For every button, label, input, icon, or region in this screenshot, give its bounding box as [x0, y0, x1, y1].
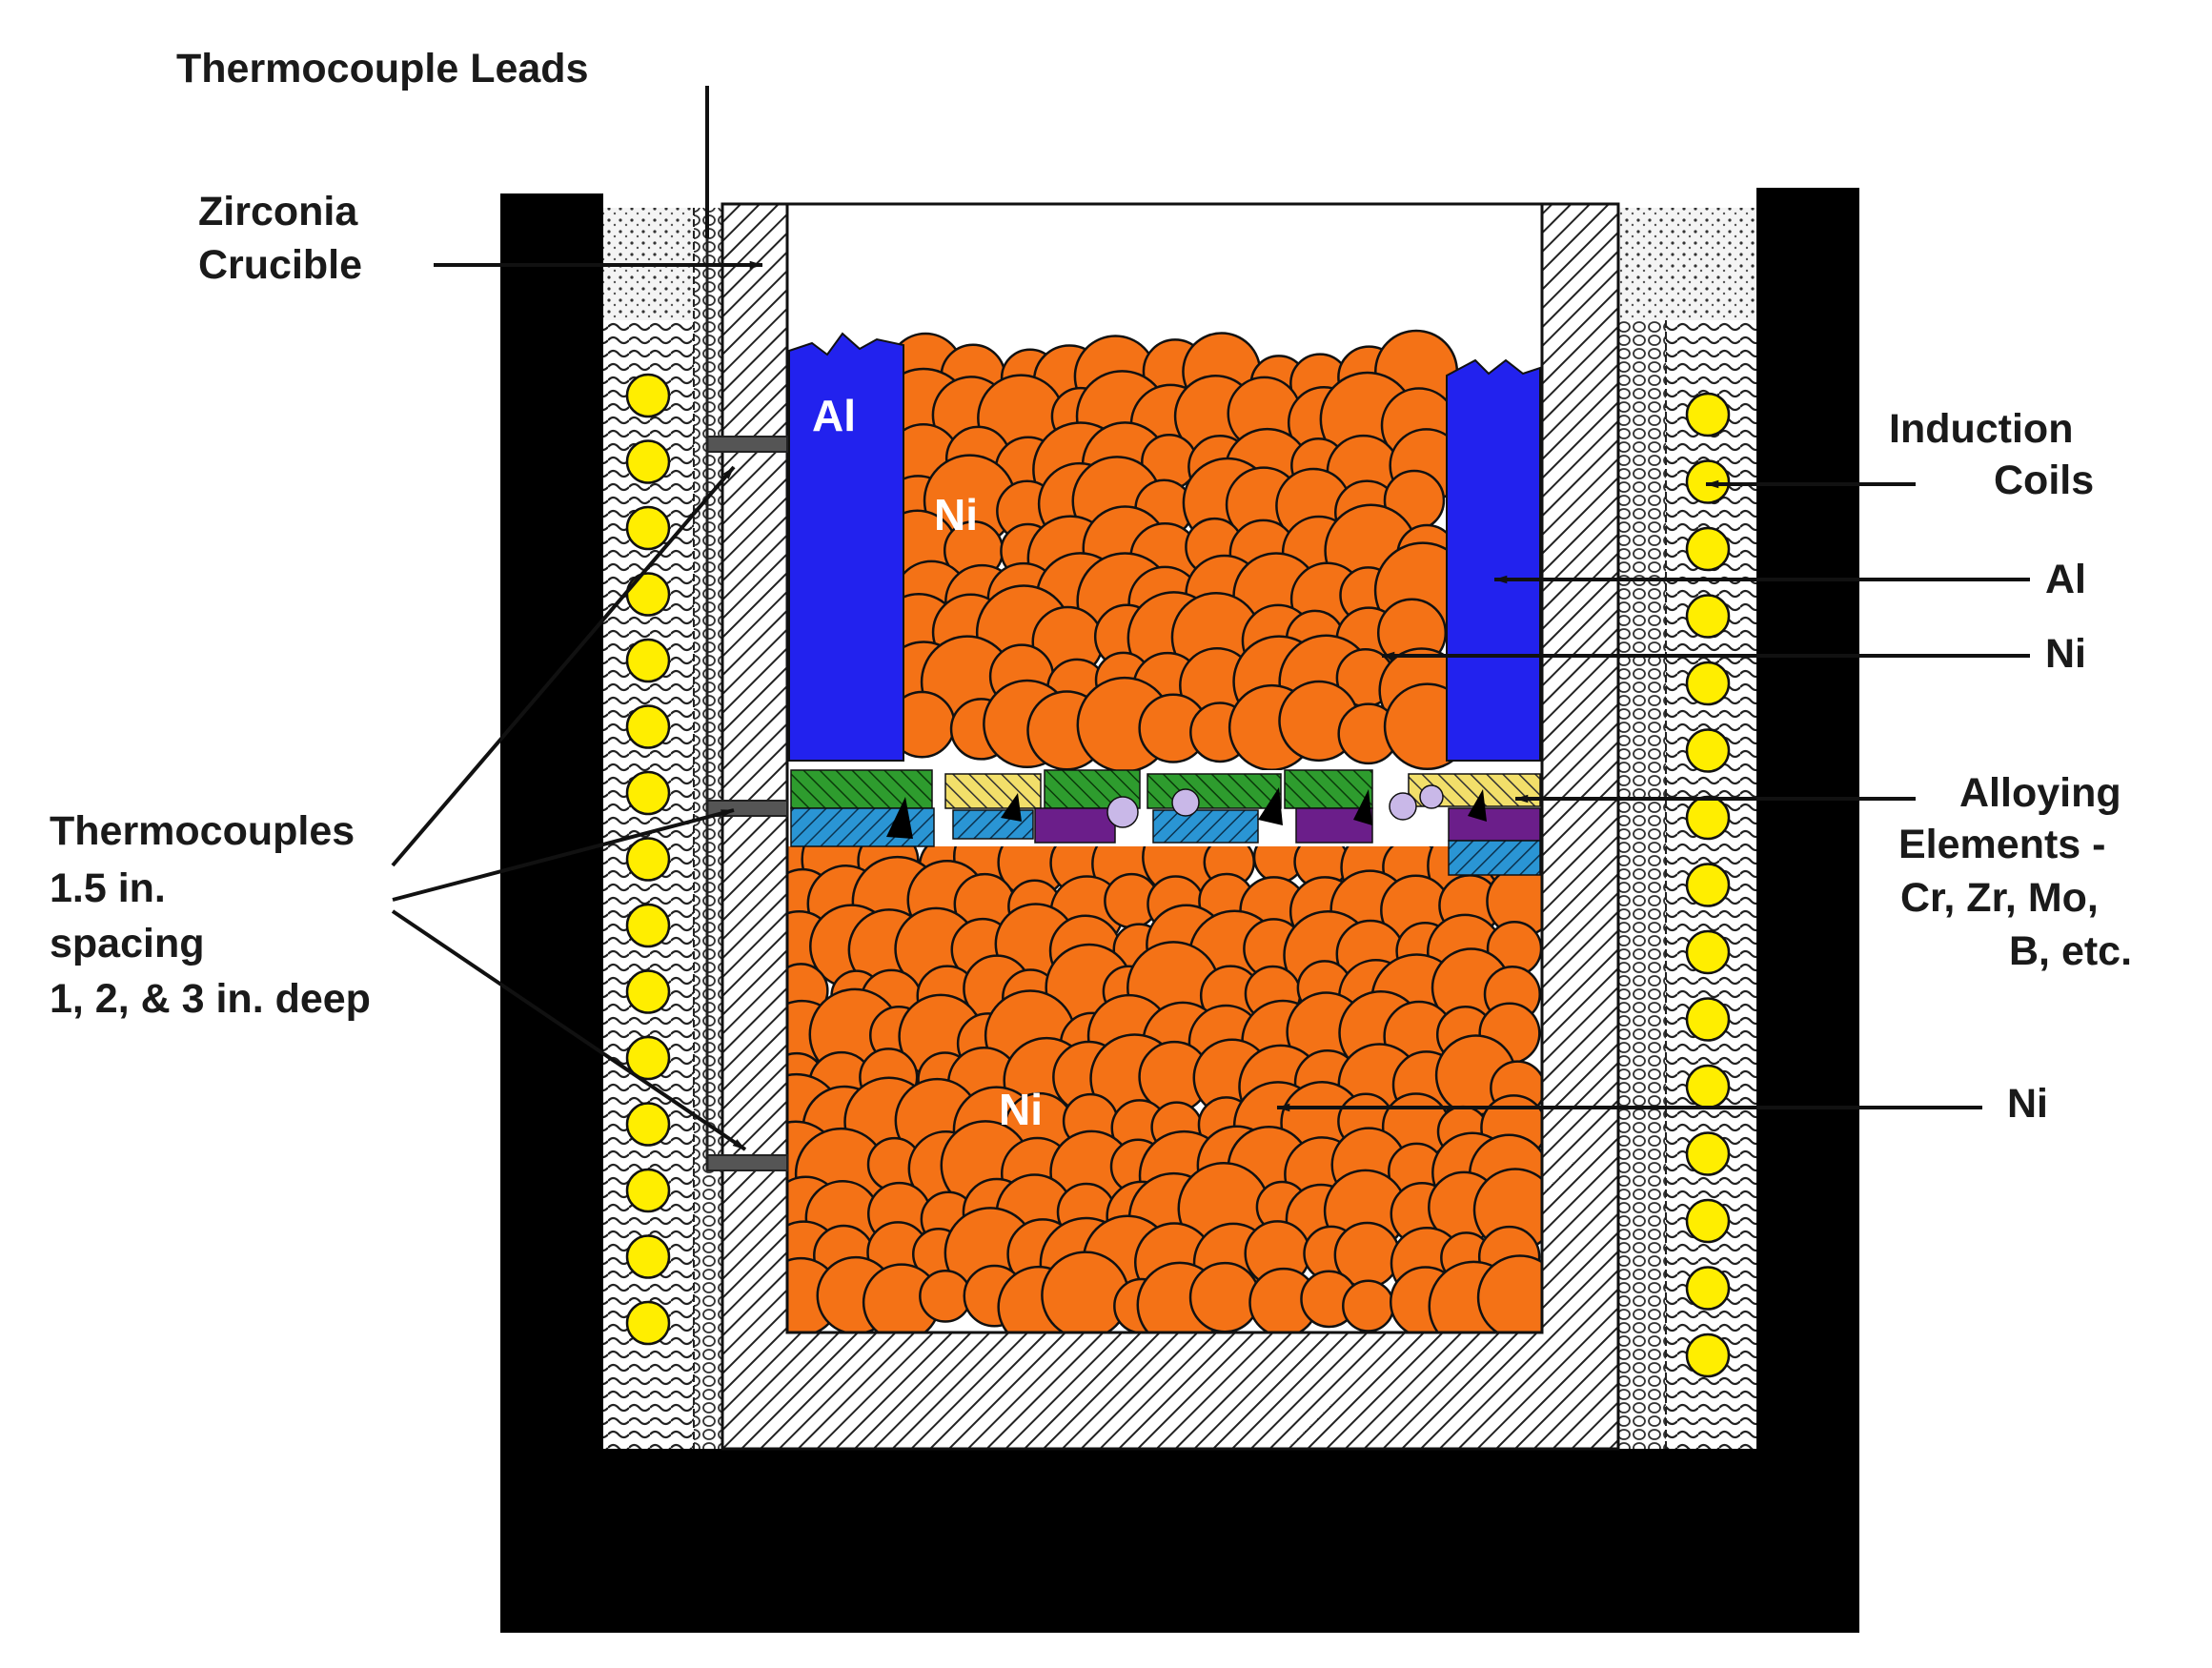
- ni-particles-upper: [875, 329, 1471, 773]
- al-inside-label: Al: [812, 391, 856, 440]
- label-alloying-line4: B, etc.: [2009, 928, 2132, 974]
- induction-coil-icon: [1685, 863, 1731, 907]
- induction-coil-icon: [625, 903, 671, 948]
- ni-particles-lower: [787, 812, 1542, 1332]
- induction-coil-icon: [625, 1168, 671, 1213]
- induction-coil-icon: [625, 373, 671, 418]
- label-thermocouples-line1: Thermocouples: [50, 808, 355, 854]
- label-alloying-line3: Cr, Zr, Mo,: [1900, 875, 2099, 921]
- induction-coil-icon: [1685, 526, 1731, 572]
- aluminum-block-right: [1446, 358, 1541, 762]
- induction-coil-icon: [1685, 929, 1731, 975]
- label-thermocouples-line3: spacing: [50, 921, 205, 966]
- induction-coil-icon: [625, 1102, 671, 1147]
- induction-coil-icon: [1685, 661, 1731, 706]
- induction-coil-icon: [1685, 997, 1731, 1042]
- induction-coil-icon: [1685, 1332, 1731, 1378]
- induction-coil-icon: [625, 837, 671, 882]
- label-al-right: Al: [2045, 557, 2086, 602]
- induction-coil-icon: [625, 770, 671, 816]
- induction-coil-icon: [625, 1035, 671, 1081]
- label-zirconia-crucible-line2: Crucible: [198, 242, 362, 288]
- induction-coil-icon: [1685, 459, 1731, 504]
- induction-coil-icon: [1685, 1266, 1731, 1311]
- induction-coil-icon: [625, 1234, 671, 1279]
- induction-coil-icon: [1685, 392, 1731, 437]
- label-thermocouple-leads: Thermocouple Leads: [176, 46, 588, 92]
- induction-coils-left: [625, 373, 671, 1346]
- crucible-charge: [787, 329, 1542, 1332]
- induction-coil-icon: [1685, 728, 1731, 773]
- induction-coil-icon: [625, 505, 671, 551]
- label-zirconia-crucible-line1: Zirconia: [198, 189, 358, 234]
- induction-coil-icon: [1685, 1198, 1731, 1244]
- induction-coil-icon: [625, 638, 671, 683]
- label-alloying-line2: Elements -: [1898, 822, 2105, 867]
- thermocouple-probe-icon: [705, 107, 788, 1171]
- label-thermocouples-line2: 1.5 in.: [50, 865, 166, 911]
- ni-particle: [1188, 1261, 1261, 1332]
- induction-coil-icon: [625, 704, 671, 749]
- label-induction-coils-line2: Coils: [1994, 458, 2094, 503]
- alloying-elements-band: [787, 769, 1542, 876]
- aluminum-block-left: [788, 332, 904, 762]
- ni-inside-label-lower: Ni: [999, 1085, 1043, 1134]
- induction-coil-icon: [1685, 1064, 1731, 1109]
- right-insulation: [1618, 208, 1756, 1449]
- label-alloying-line1: Alloying: [1959, 770, 2121, 816]
- ni-inside-label-upper: Ni: [934, 490, 978, 539]
- label-thermocouples-line4: 1, 2, & 3 in. deep: [50, 976, 371, 1022]
- induction-coil-icon: [1685, 795, 1731, 841]
- induction-coil-icon: [1685, 594, 1731, 639]
- label-induction-coils-line1: Induction: [1889, 406, 2073, 452]
- ni-particle: [1342, 1279, 1395, 1332]
- induction-coils-right: [1685, 392, 1731, 1378]
- induction-coil-icon: [625, 969, 671, 1014]
- induction-coil-icon: [625, 439, 671, 484]
- induction-coil-icon: [625, 1300, 671, 1346]
- induction-coil-icon: [625, 572, 671, 617]
- furnace-outer-wall: [500, 188, 1859, 1633]
- ni-particle: [1476, 1254, 1542, 1332]
- induction-coil-icon: [1685, 1131, 1731, 1176]
- label-ni-right-lower: Ni: [2007, 1081, 2048, 1127]
- leader-lines: [391, 86, 2030, 1151]
- label-ni-right-upper: Ni: [2045, 631, 2086, 677]
